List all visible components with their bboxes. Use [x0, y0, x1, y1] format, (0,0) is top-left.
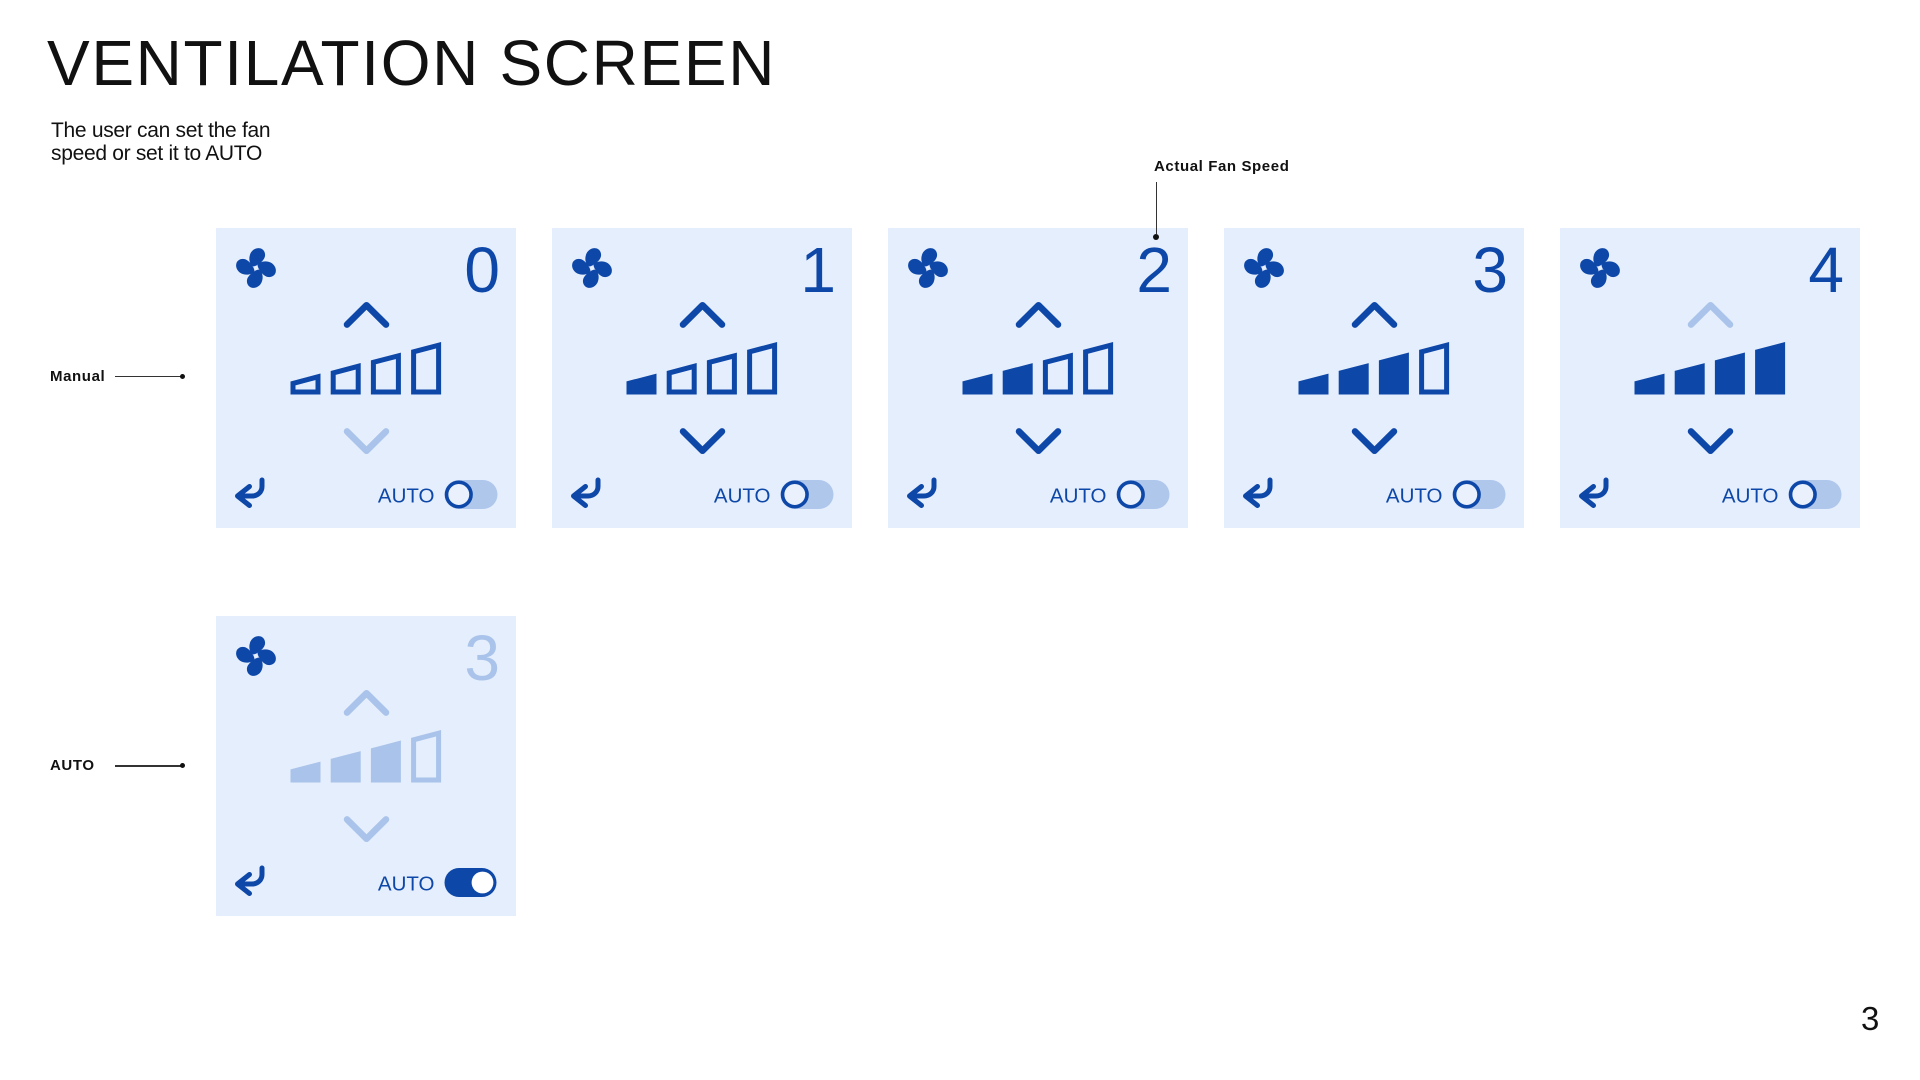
svg-text:4: 4: [1808, 234, 1844, 306]
svg-text:3: 3: [1472, 234, 1508, 306]
svg-text:3: 3: [464, 622, 500, 694]
svg-text:AUTO: AUTO: [1386, 485, 1443, 508]
svg-text:0: 0: [464, 234, 500, 306]
svg-text:AUTO: AUTO: [378, 873, 435, 896]
svg-text:2: 2: [1136, 234, 1172, 306]
svg-text:AUTO: AUTO: [714, 485, 771, 508]
svg-text:1: 1: [800, 234, 836, 306]
svg-text:AUTO: AUTO: [1050, 485, 1107, 508]
svg-text:AUTO: AUTO: [1722, 485, 1779, 508]
svg-text:AUTO: AUTO: [378, 485, 435, 508]
